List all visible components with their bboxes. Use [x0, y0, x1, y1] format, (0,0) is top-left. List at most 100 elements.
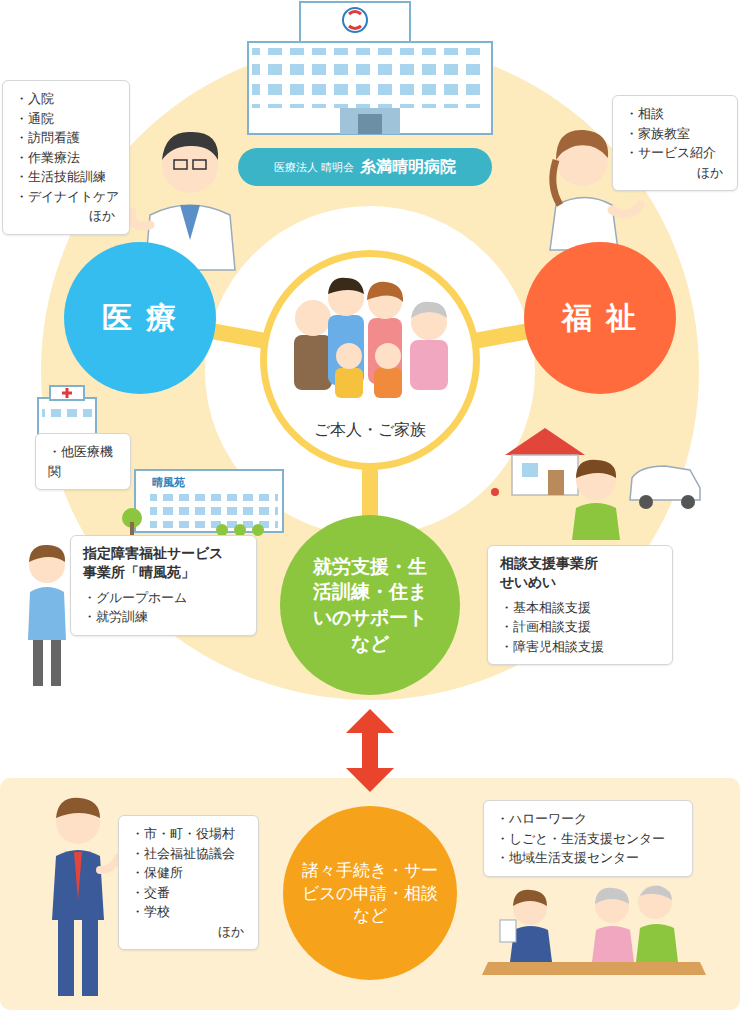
- counselor-man-part: [576, 460, 616, 500]
- list-item: ・ハローワーク: [496, 809, 682, 829]
- family: [294, 278, 448, 398]
- list-item: ・他医療機関: [48, 442, 120, 481]
- list-item: ・入院: [15, 89, 119, 109]
- hospital-building-part: [349, 12, 361, 29]
- connector-bar: [209, 331, 268, 342]
- consultation-scene-part: [482, 962, 706, 975]
- list-item: ・計画相談支援: [500, 617, 662, 637]
- clinic-icon-part: [42, 403, 92, 423]
- list-item: ・市・町・役場村: [131, 824, 248, 844]
- node-label: 諸々手続き・サービスの申請・相談など: [300, 859, 439, 928]
- list-item: ・学校: [131, 902, 248, 922]
- building-sign: 晴風苑: [150, 475, 187, 490]
- bottom-band-part: [0, 778, 740, 1010]
- list-item: ほか: [131, 922, 248, 942]
- node-label: 医 療: [102, 298, 178, 339]
- node-label: 医療法人 晴明会: [274, 160, 355, 175]
- service-list: ・入院・通院・訪問看護・作業療法・生活技能訓練・デイナイトケアほか: [2, 80, 130, 235]
- businessman-part: [82, 920, 98, 996]
- consultation-scene-part: [513, 890, 547, 906]
- hospital-building: [248, 2, 492, 134]
- house-and-car-part: [630, 466, 700, 500]
- node-label: 福 祉: [562, 298, 638, 339]
- family-part: [335, 368, 363, 398]
- group-home-building-part: [130, 522, 134, 536]
- counselor-man: [572, 460, 620, 540]
- group-home-building-part: [252, 524, 264, 536]
- businessman-part: [100, 858, 118, 870]
- list-item: ・社会福祉協議会: [131, 844, 248, 864]
- nurse-part: [553, 160, 560, 205]
- clinic-icon-part: [38, 398, 96, 436]
- family-part: [336, 343, 362, 369]
- organization-banner: 医療法人 晴明会糸満晴明病院: [238, 148, 492, 186]
- family-part: [367, 282, 403, 302]
- list-item: ・障害児相談支援: [500, 637, 662, 657]
- connector-bar: [472, 331, 531, 342]
- consultation-scene-part: [500, 920, 516, 942]
- consultation-scene-part: [592, 926, 634, 962]
- hospital-building-part: [252, 48, 488, 108]
- service-list: ・相談・家族教室・サービス紹介ほか: [612, 95, 738, 191]
- category-circle: 福 祉: [524, 242, 676, 394]
- group-home-building-part: [150, 494, 278, 528]
- counselor-man-part: [572, 503, 620, 540]
- list-item: ・保健所: [131, 863, 248, 883]
- facility-box: 指定障害福祉サービス事業所「晴風苑」・グループホーム・就労訓練: [70, 535, 257, 636]
- list-item: ・作業療法: [15, 148, 119, 168]
- facility-box: 相談支援事業所せいめい・基本相談支援・計画相談支援・障害児相談支援: [487, 545, 673, 665]
- staff-woman-part: [29, 545, 65, 562]
- node-label: 糸満晴明病院: [360, 157, 456, 178]
- support-circle: 就労支援・生活訓練・住まいのサポートなど: [280, 515, 460, 695]
- consultation-scene: [482, 885, 706, 975]
- list-item: ・生活技能訓練: [15, 167, 119, 187]
- businessman-part: [58, 920, 74, 996]
- double-arrow: [346, 709, 394, 792]
- family-part: [410, 340, 448, 390]
- businessman-part: [74, 852, 82, 900]
- list-item: ・グループホーム: [83, 588, 246, 608]
- list-item: ほか: [15, 206, 119, 226]
- house-and-car-part: [639, 495, 653, 509]
- consultation-scene-part: [595, 888, 629, 904]
- list-item: ・相談: [625, 104, 727, 124]
- hospital-building-part: [300, 2, 410, 42]
- nurse-part: [556, 130, 608, 160]
- bottom-band: [0, 778, 740, 1010]
- box-heading: 相談支援事業所せいめい: [500, 554, 602, 592]
- contact-list: ・ハローワーク・しごと・生活支援センター・地域生活支援センター: [483, 800, 693, 877]
- consultation-scene-part: [640, 886, 672, 900]
- group-home-building-part: [135, 470, 283, 532]
- category-circle: 医 療: [64, 242, 216, 394]
- list-item: ・家族教室: [625, 124, 727, 144]
- group-home-building: [122, 470, 283, 536]
- businessman-part: [56, 798, 100, 818]
- family-part: [411, 302, 447, 318]
- doctor-part: [162, 132, 218, 160]
- doctor-part: [180, 205, 200, 240]
- box-heading: 指定障害福祉サービス事業所「晴風苑」: [83, 544, 226, 582]
- businessman-part: [52, 850, 104, 920]
- house-and-car-part: [512, 455, 578, 495]
- list-item: ・通院: [15, 109, 119, 129]
- staff-woman-part: [28, 587, 66, 640]
- clinic-icon: [38, 386, 96, 436]
- house-and-car-part: [522, 463, 538, 477]
- procedure-circle: 諸々手続き・サービスの申請・相談など: [283, 806, 457, 980]
- staff-woman-part: [51, 640, 61, 686]
- house-and-car-part: [491, 488, 499, 496]
- connector-bar: [362, 464, 378, 521]
- doctor-part: [174, 160, 187, 169]
- list-item: ・地域生活支援センター: [496, 848, 682, 868]
- family-part: [374, 368, 402, 398]
- hospital-building-part: [358, 114, 382, 134]
- node-label: ご本人・ご家族: [314, 419, 426, 441]
- center-circle: ご本人・ご家族: [260, 250, 480, 470]
- house-and-car-part: [681, 495, 695, 509]
- node-label: 就労支援・生活訓練・住まいのサポートなど: [311, 554, 429, 657]
- clinic-icon-part: [62, 388, 72, 398]
- list-item: ・しごと・生活支援センター: [496, 829, 682, 849]
- house-and-car: [491, 428, 700, 509]
- list-item: ほか: [625, 163, 727, 183]
